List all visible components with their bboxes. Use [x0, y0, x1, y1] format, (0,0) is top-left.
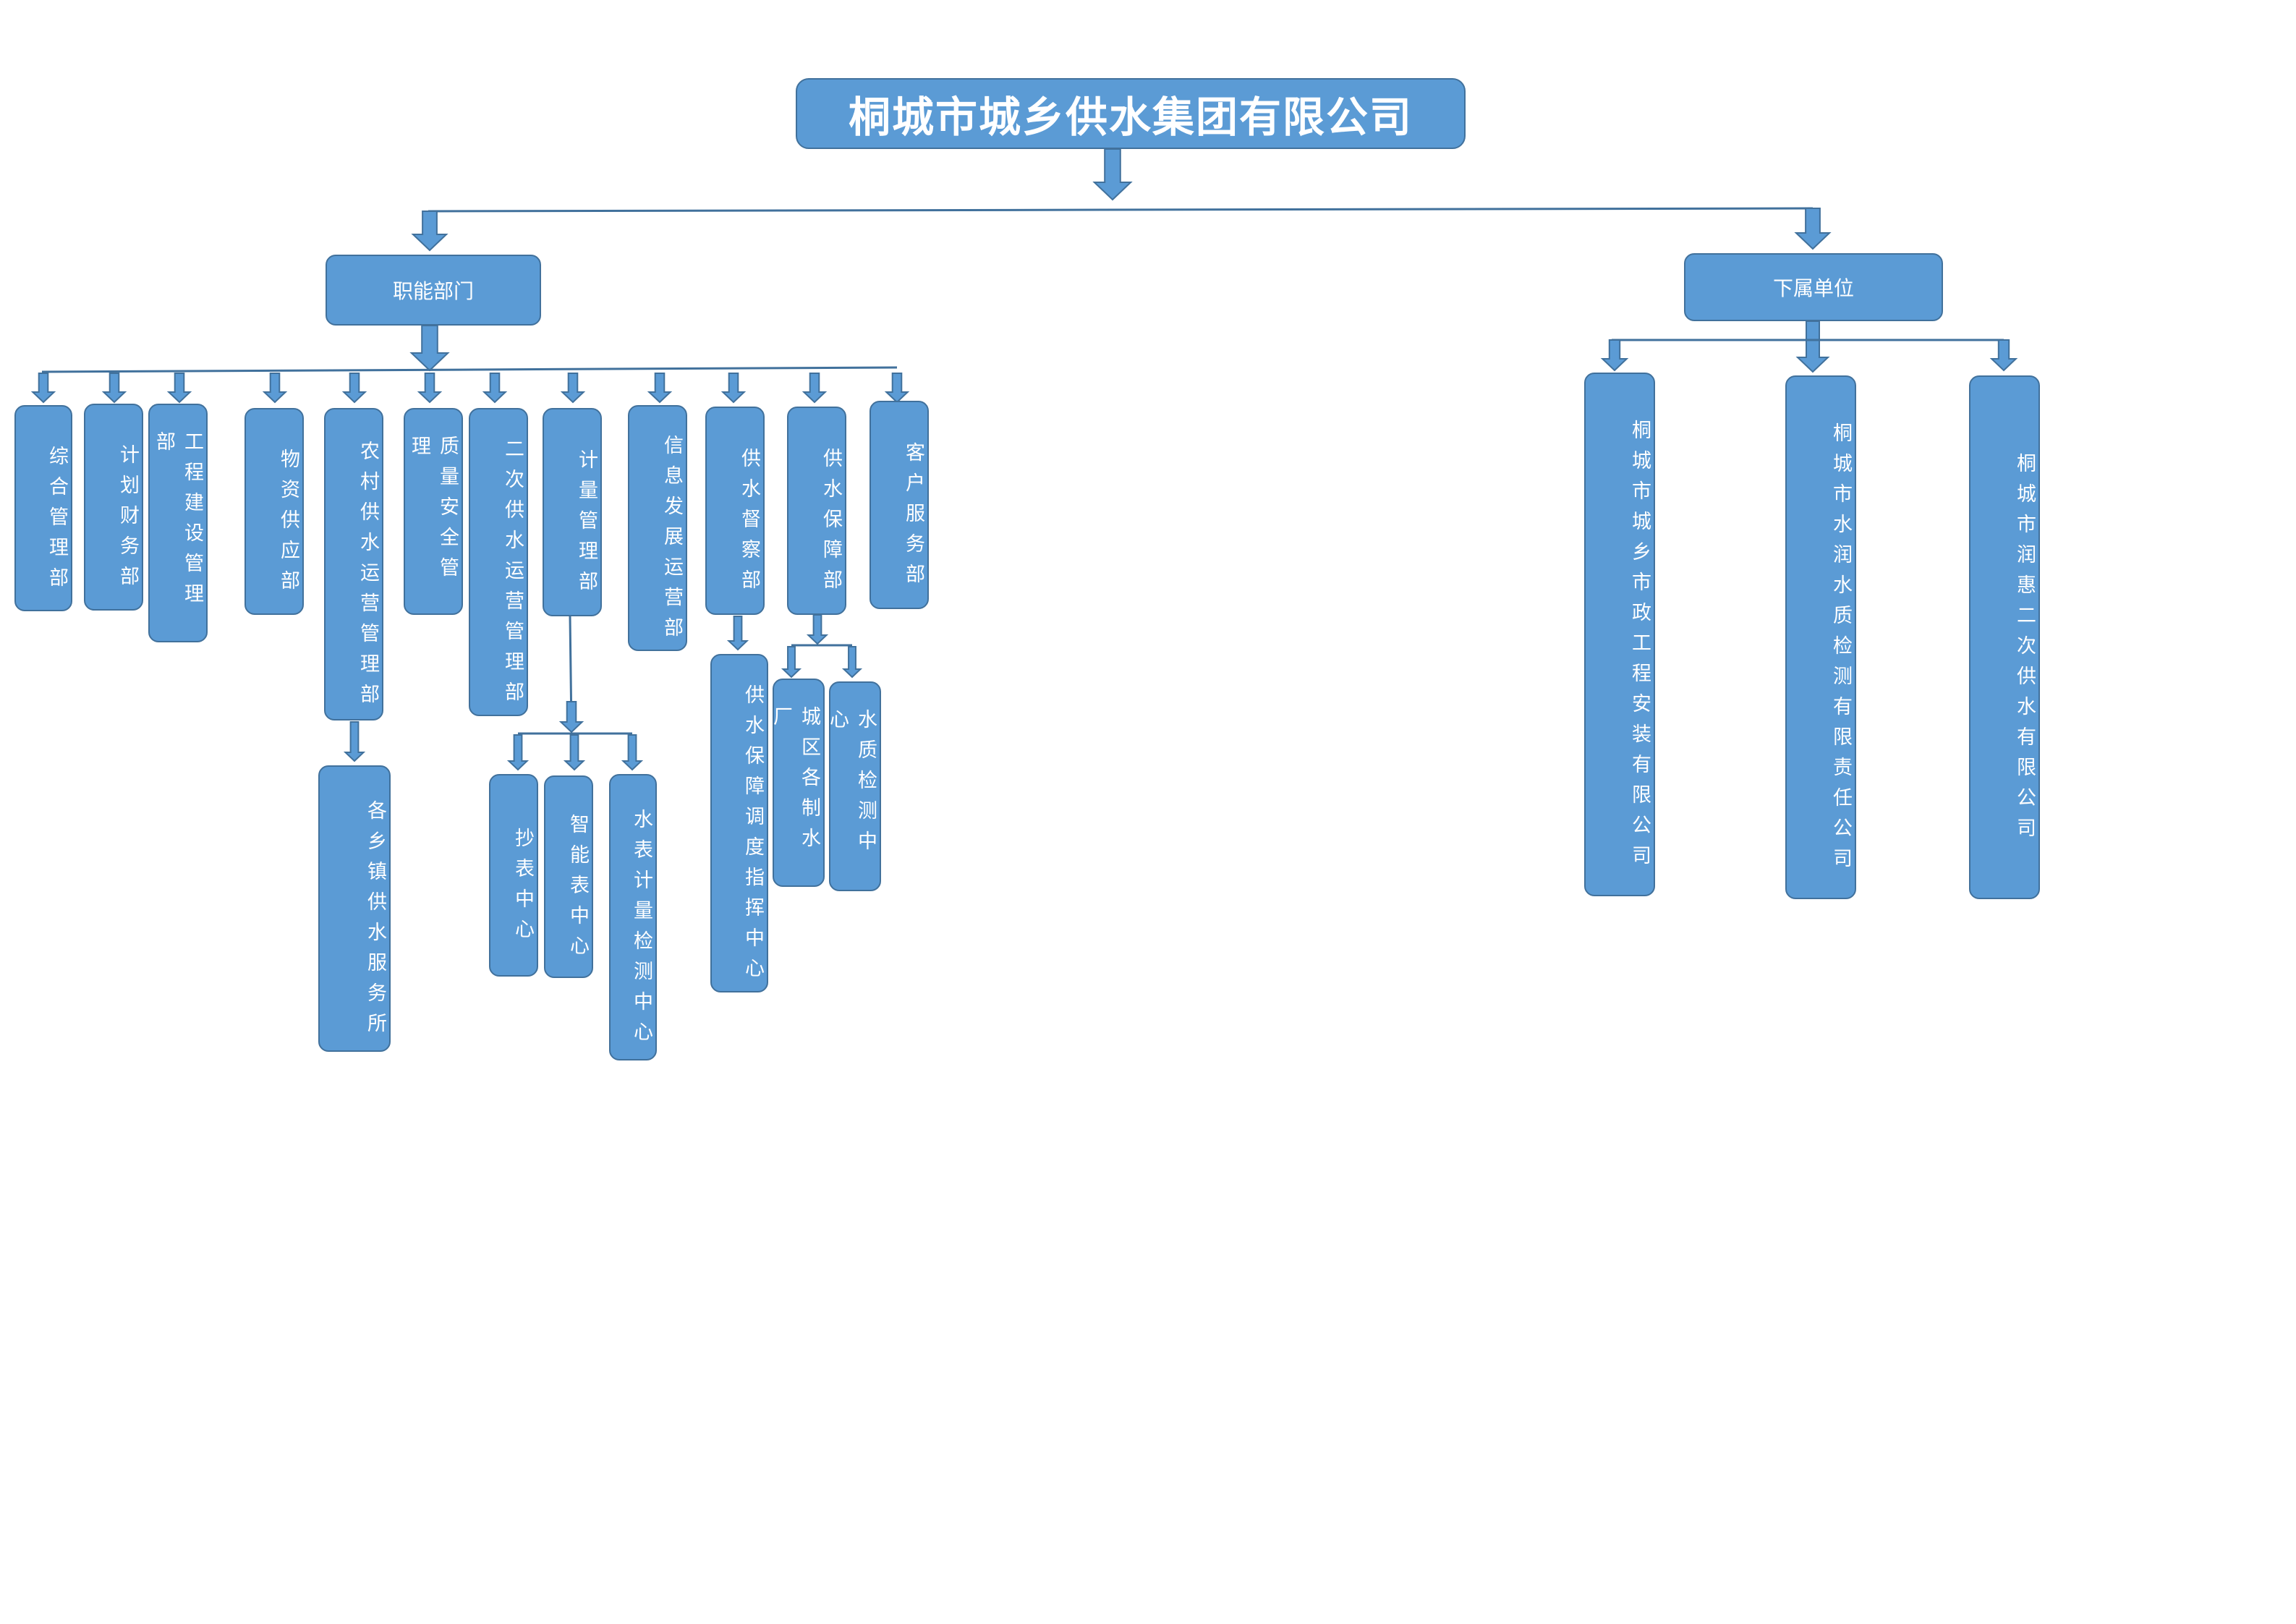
down-arrow	[343, 721, 366, 762]
down-arrow	[806, 614, 829, 645]
connector-line	[428, 207, 1814, 213]
connector-line	[41, 366, 898, 373]
down-arrow	[1989, 339, 2018, 372]
down-arrow	[411, 211, 448, 252]
subsidiary-water-quality-testing: 桐城市水润水质检测有限责任公司	[1785, 375, 1856, 899]
down-arrow	[1600, 339, 1629, 372]
down-arrow	[166, 373, 192, 404]
down-arrow	[720, 373, 747, 404]
dept-planning-finance: 计划财务部	[84, 404, 143, 611]
down-arrow	[558, 701, 584, 734]
down-arrow	[482, 373, 508, 404]
down-arrow	[781, 646, 802, 679]
down-arrow	[841, 646, 863, 679]
group-subsidiaries: 下属单位	[1684, 253, 1943, 321]
dept-information-development: 信息发展运营部	[628, 405, 687, 651]
dept-materials-supply: 物资供应部	[245, 408, 304, 615]
down-arrow	[262, 373, 288, 404]
unit-water-quality-testing-center: 水质检测中心	[826, 681, 881, 891]
down-arrow	[802, 373, 828, 404]
down-arrow	[621, 734, 644, 771]
unit-township-service-stations: 各乡镇供水服务所	[318, 765, 391, 1052]
down-arrow	[30, 373, 56, 404]
down-arrow	[341, 373, 367, 404]
dept-secondary-water-operations: 二次供水运营管理部	[469, 408, 528, 716]
down-arrow	[726, 616, 749, 651]
down-arrow	[884, 373, 910, 404]
unit-meter-testing-center: 水表计量检测中心	[609, 774, 657, 1060]
dept-metering-management: 计量管理部	[543, 408, 602, 616]
dept-quality-safety: 质量安全管理	[404, 408, 463, 615]
down-arrow	[506, 734, 530, 771]
subsidiary-municipal-engineering: 桐城市城乡市政工程安装有限公司	[1584, 373, 1655, 896]
unit-meter-reading-center: 抄表中心	[489, 774, 538, 977]
subsidiary-secondary-water-supply: 桐城市润惠二次供水有限公司	[1969, 375, 2040, 899]
down-arrow	[1794, 208, 1832, 250]
group-functional-departments: 职能部门	[326, 255, 541, 326]
dept-water-inspection: 供水督察部	[705, 407, 765, 615]
down-arrow	[409, 325, 450, 372]
down-arrow	[1092, 148, 1133, 201]
unit-dispatch-command-center: 供水保障调度指挥中心	[710, 654, 768, 992]
down-arrow	[563, 734, 586, 771]
dept-rural-water-operations: 农村供水运营管理部	[324, 408, 383, 720]
root-company: 桐城市城乡供水集团有限公司	[796, 78, 1466, 149]
dept-engineering-construction: 工程建设管理部	[148, 404, 208, 642]
down-arrow	[417, 373, 443, 404]
down-arrow	[101, 373, 127, 404]
down-arrow	[560, 373, 586, 404]
dept-customer-service: 客户服务部	[869, 401, 929, 609]
dept-general-management: 综合管理部	[14, 405, 72, 611]
down-arrow	[647, 373, 673, 404]
down-arrow	[1795, 320, 1830, 373]
unit-urban-water-plants: 城区各制水厂	[770, 679, 825, 887]
unit-smart-meter-center: 智能表中心	[544, 775, 593, 978]
dept-water-assurance: 供水保障部	[787, 407, 846, 615]
